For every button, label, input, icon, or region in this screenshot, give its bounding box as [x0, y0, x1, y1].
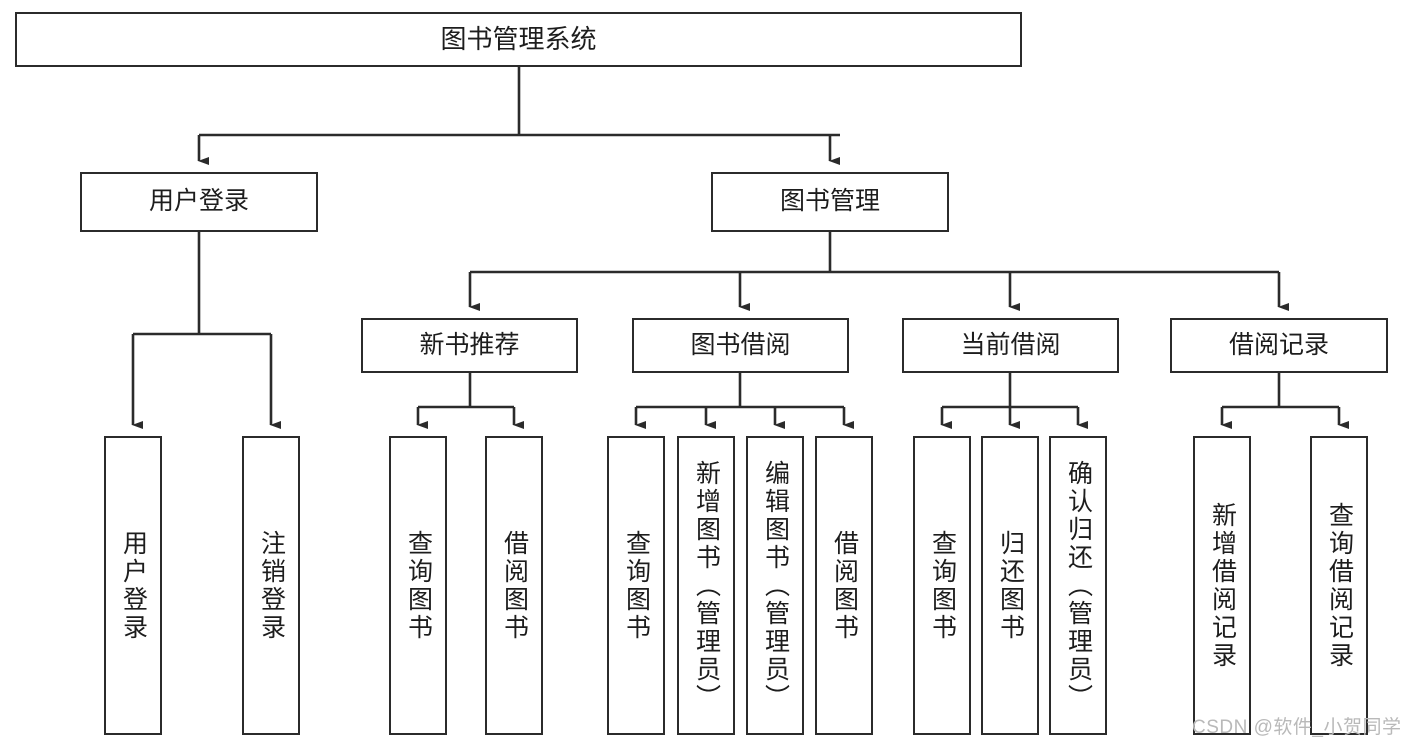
node-leaf-confirm-return-label: 确认归还（管理员）: [1064, 459, 1093, 712]
node-leaf-edit-book-label: 编辑图书（管理员）: [761, 459, 790, 712]
node-borrow-record[interactable]: 借阅记录: [1170, 318, 1388, 373]
node-new-book-recommend[interactable]: 新书推荐: [361, 318, 578, 373]
node-leaf-query-record-label: 查询借阅记录: [1325, 501, 1354, 670]
node-root[interactable]: 图书管理系统: [15, 12, 1022, 67]
node-leaf-query-book-2[interactable]: 查询图书: [607, 436, 665, 735]
node-leaf-borrow-book-2-label: 借阅图书: [830, 529, 859, 642]
node-leaf-add-book[interactable]: 新增图书（管理员）: [677, 436, 735, 735]
node-leaf-user-login[interactable]: 用户登录: [104, 436, 162, 735]
node-user-login[interactable]: 用户登录: [80, 172, 318, 232]
node-root-label: 图书管理系统: [440, 24, 597, 55]
node-leaf-logout[interactable]: 注销登录: [242, 436, 300, 735]
node-leaf-add-book-label: 新增图书（管理员）: [692, 459, 721, 712]
node-leaf-borrow-book-2[interactable]: 借阅图书: [815, 436, 873, 735]
node-leaf-query-record[interactable]: 查询借阅记录: [1310, 436, 1368, 735]
node-leaf-query-book-1-label: 查询图书: [404, 529, 433, 642]
node-new-book-recommend-label: 新书推荐: [419, 330, 520, 359]
node-leaf-borrow-book-1[interactable]: 借阅图书: [485, 436, 543, 735]
node-leaf-return-book[interactable]: 归还图书: [981, 436, 1039, 735]
node-book-borrow-label: 图书借阅: [690, 330, 791, 359]
node-leaf-logout-label: 注销登录: [257, 529, 286, 642]
node-leaf-add-record-label: 新增借阅记录: [1208, 501, 1237, 670]
node-leaf-confirm-return[interactable]: 确认归还（管理员）: [1049, 436, 1107, 735]
node-leaf-query-book-1[interactable]: 查询图书: [389, 436, 447, 735]
node-current-borrow[interactable]: 当前借阅: [902, 318, 1119, 373]
node-leaf-add-record[interactable]: 新增借阅记录: [1193, 436, 1251, 735]
node-leaf-borrow-book-1-label: 借阅图书: [500, 529, 529, 642]
node-book-borrow[interactable]: 图书借阅: [632, 318, 849, 373]
node-leaf-query-book-2-label: 查询图书: [622, 529, 651, 642]
node-leaf-edit-book[interactable]: 编辑图书（管理员）: [746, 436, 804, 735]
node-borrow-record-label: 借阅记录: [1228, 330, 1329, 359]
csdn-watermark: CSDN @软件_小贺同学: [1192, 717, 1402, 738]
node-leaf-user-login-label: 用户登录: [119, 529, 148, 642]
node-book-manage[interactable]: 图书管理: [711, 172, 949, 232]
node-user-login-label: 用户登录: [148, 187, 249, 216]
node-leaf-query-book-3[interactable]: 查询图书: [913, 436, 971, 735]
node-leaf-return-book-label: 归还图书: [996, 529, 1025, 642]
node-book-manage-label: 图书管理: [779, 187, 880, 216]
node-current-borrow-label: 当前借阅: [960, 330, 1061, 359]
node-leaf-query-book-3-label: 查询图书: [928, 529, 957, 642]
